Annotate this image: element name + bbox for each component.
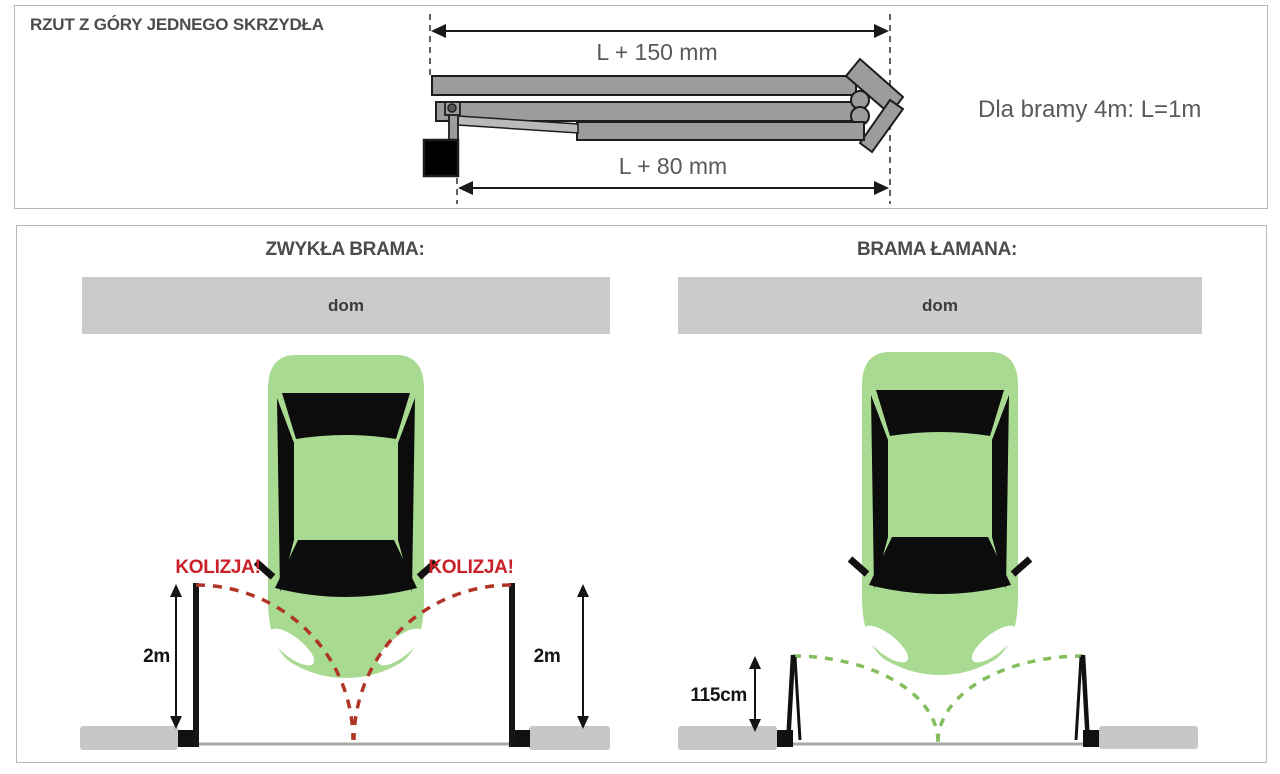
collision-warning-right: KOLIZJA! xyxy=(428,557,514,578)
gate-height-2m-right: 2m xyxy=(533,646,561,667)
gate-length-note: Dla bramy 4m: L=1m xyxy=(978,96,1202,123)
house-label-left: dom xyxy=(328,295,364,315)
dimension-bottom-label: L + 80 mm xyxy=(618,153,728,179)
collision-warning-left: KOLIZJA! xyxy=(175,557,261,578)
top-panel-title: RZUT Z GÓRY JEDNEGO SKRZYDŁA xyxy=(30,15,324,34)
dimension-top-label: L + 150 mm xyxy=(596,39,718,65)
folding-gate-title: BRAMA ŁAMANA: xyxy=(856,239,1018,260)
house-label-right: dom xyxy=(922,295,958,315)
standard-gate-title: ZWYKŁA BRAMA: xyxy=(265,239,425,260)
gate-height-115cm: 115cm xyxy=(690,685,747,706)
gate-height-2m-left: 2m xyxy=(143,646,170,667)
house-block-right: dom xyxy=(678,277,1202,334)
house-block-left: dom xyxy=(82,277,610,334)
